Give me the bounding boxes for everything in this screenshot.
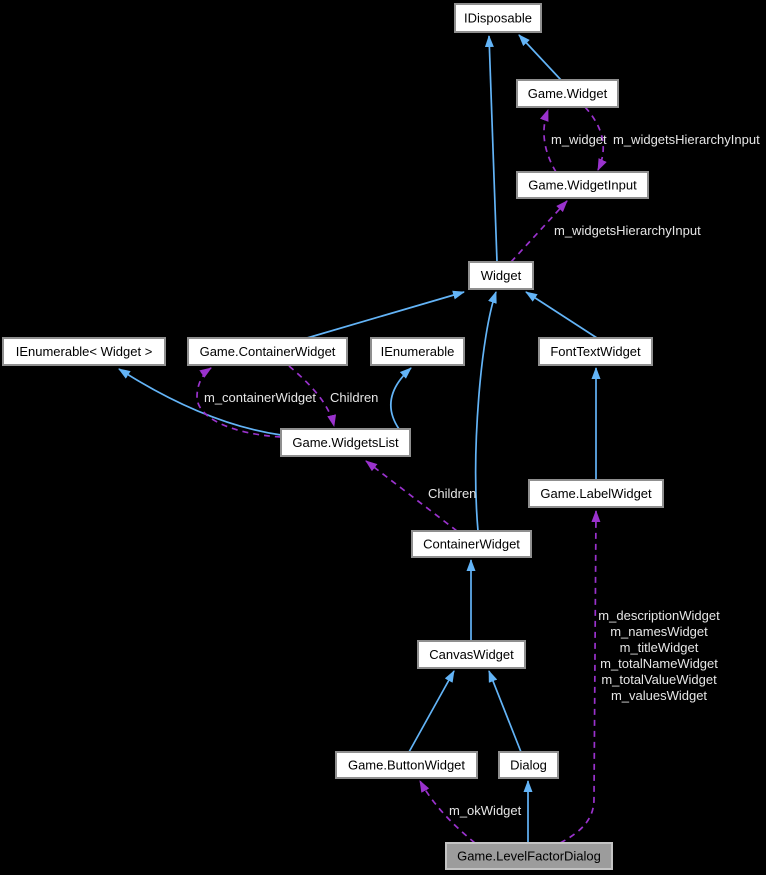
edge-m-widgetshierarchyinput-ref-lower [510,200,568,263]
edge-containerwidget-to-widget [306,290,465,339]
edge-fonttextwidget-to-widget [525,291,598,339]
edge-label-widgets-ref [559,510,601,844]
class-node-box-game-containerwidget[interactable] [187,337,348,366]
class-node-label-ienumerable-widget: IEnumerable< Widget > [16,344,153,359]
edge-buttonwidget-to-canvaswidget [408,670,455,753]
class-node-label-game-labelwidget: Game.LabelWidget [540,486,652,501]
class-node-label-dialog: Dialog [510,758,547,773]
class-node-box-widget[interactable] [468,261,534,290]
edge-label-9: m_totalNameWidget [600,656,718,671]
class-node-label-fonttextwidget: FontTextWidget [550,344,641,359]
edge-label-3: m_containerWidget [204,390,316,405]
class-node-idisposable[interactable]: IDisposable [454,3,542,33]
edge-m-widget-ref [539,109,557,173]
class-node-label-game-widget: Game.Widget [528,86,608,101]
edge-label-1: m_widgetsHierarchyInput [613,132,760,147]
edge-widgetslist-to-ienumerable [390,367,412,430]
edge-children-ref-lower [365,460,458,532]
class-node-ienumerable-widget[interactable]: IEnumerable< Widget > [2,337,166,366]
class-node-widget[interactable]: Widget [468,261,534,290]
class-node-box-canvaswidget[interactable] [417,640,526,669]
edge-label-4: Children [330,390,378,405]
class-node-box-ienumerable-widget[interactable] [2,337,166,366]
edge-label-5: Children [428,486,476,501]
class-node-label-game-containerwidget: Game.ContainerWidget [200,344,336,359]
edges-layer [118,34,607,844]
class-node-label-game-levelfactordialog: Game.LevelFactorDialog [457,849,601,864]
class-node-label-game-buttonwidget: Game.ButtonWidget [348,758,465,773]
class-node-label-idisposable: IDisposable [464,11,532,26]
class-node-label-canvaswidget: CanvasWidget [429,647,514,662]
class-node-box-game-buttonwidget[interactable] [335,751,478,779]
class-node-box-game-levelfactordialog[interactable] [445,842,613,870]
class-node-box-game-widget[interactable] [516,79,619,108]
class-node-game-levelfactordialog[interactable]: Game.LevelFactorDialog [445,842,613,870]
class-node-label-containerwidget: ContainerWidget [423,537,520,552]
edge-label-8: m_titleWidget [620,640,699,655]
class-node-box-dialog[interactable] [498,751,559,779]
edge-dialog-to-canvaswidget [488,670,522,753]
edge-label-11: m_valuesWidget [611,688,707,703]
class-node-ienumerable[interactable]: IEnumerable [370,337,465,366]
class-node-game-buttonwidget[interactable]: Game.ButtonWidget [335,751,478,779]
class-node-fonttextwidget[interactable]: FontTextWidget [538,337,653,366]
class-node-canvaswidget[interactable]: CanvasWidget [417,640,526,669]
class-node-game-containerwidget[interactable]: Game.ContainerWidget [187,337,348,366]
edge-label-7: m_namesWidget [610,624,708,639]
class-node-dialog[interactable]: Dialog [498,751,559,779]
class-node-game-labelwidget[interactable]: Game.LabelWidget [528,479,664,508]
edge-widgetslist-to-ienumerablewidget [118,368,282,436]
class-node-box-idisposable[interactable] [454,3,542,33]
edge-label-0: m_widget [551,132,607,147]
nodes-layer: IDisposableGame.WidgetGame.WidgetInputWi… [2,3,664,870]
class-node-label-game-widgetinput: Game.WidgetInput [528,178,637,193]
class-node-containerwidget[interactable]: ContainerWidget [411,530,532,558]
class-node-box-game-widgetinput[interactable] [516,171,649,199]
class-node-box-containerwidget[interactable] [411,530,532,558]
edge-m-widgetshierarchyinput-ref-upper [584,106,607,171]
class-node-box-game-widgetslist[interactable] [280,428,411,457]
edge-m-okwidget-ref [419,780,476,844]
class-node-game-widgetinput[interactable]: Game.WidgetInput [516,171,649,199]
edge-widget-to-idisposable [484,35,498,263]
edge-label-6: m_descriptionWidget [598,608,720,623]
class-node-game-widgetslist[interactable]: Game.WidgetsList [280,428,411,457]
class-node-game-widget[interactable]: Game.Widget [516,79,619,108]
class-node-label-widget: Widget [481,268,522,283]
edge-children-ref-upper [288,365,337,427]
edge-m-containerwidget-ref [196,367,282,438]
edge-containerwidget2-to-widget [474,291,497,532]
edge-labels-layer: m_widget m_widgetsHierarchyInput m_widgets… [204,132,760,818]
class-node-box-game-labelwidget[interactable] [528,479,664,508]
class-node-label-ienumerable: IEnumerable [381,344,455,359]
edge-gamewidget-to-idisposable [518,34,562,81]
edge-label-10: m_totalValueWidget [601,672,717,687]
edge-label-12: m_okWidget [449,803,522,818]
class-node-box-fonttextwidget[interactable] [538,337,653,366]
edge-label-2: m_widgetsHierarchyInput [554,223,701,238]
class-node-box-ienumerable[interactable] [370,337,465,366]
class-node-label-game-widgetslist: Game.WidgetsList [292,435,399,450]
